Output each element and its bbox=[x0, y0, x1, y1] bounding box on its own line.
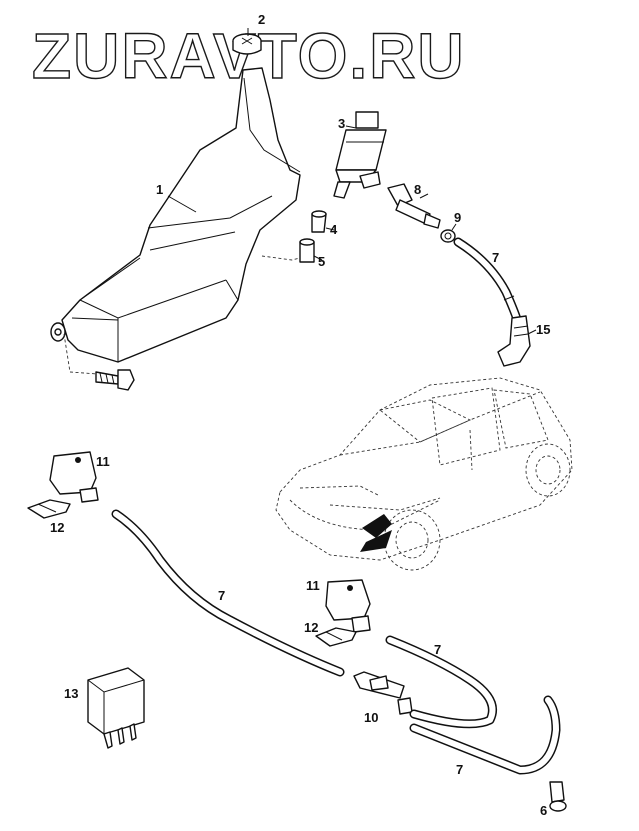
callout-7-upper: 7 bbox=[492, 250, 499, 265]
grommet-leader-dashed bbox=[261, 255, 301, 261]
pump-seal bbox=[311, 210, 327, 233]
callout-5: 5 bbox=[318, 254, 325, 269]
leader-lines bbox=[167, 28, 537, 335]
jet-clip-left bbox=[27, 499, 71, 519]
callout-11-left: 11 bbox=[96, 454, 110, 469]
callout-13: 13 bbox=[64, 686, 78, 701]
washer-jet-right bbox=[325, 579, 371, 633]
car-outline bbox=[275, 377, 573, 571]
callout-7-right-lower: 7 bbox=[456, 762, 463, 777]
elbow-connector bbox=[497, 315, 531, 367]
callout-15: 15 bbox=[536, 322, 550, 337]
callout-labels: 1 2 3 4 5 6 7 7 7 7 8 9 10 11 11 12 12 1… bbox=[50, 12, 550, 818]
washer-pump bbox=[333, 111, 387, 199]
callout-8: 8 bbox=[414, 182, 421, 197]
reservoir-grommet bbox=[50, 322, 66, 342]
callout-4: 4 bbox=[330, 222, 338, 237]
hose-right-upper bbox=[385, 635, 497, 729]
callout-1: 1 bbox=[156, 182, 163, 197]
t-connector bbox=[353, 671, 413, 715]
check-valve bbox=[387, 183, 441, 229]
screw-leader-dashed bbox=[63, 333, 99, 375]
hose-right-lower bbox=[409, 695, 561, 775]
callout-7-right-upper: 7 bbox=[434, 642, 441, 657]
washer-reservoir bbox=[61, 67, 301, 363]
jet-clip-right bbox=[315, 627, 357, 647]
filler-cap bbox=[232, 33, 262, 55]
callout-11-right: 11 bbox=[306, 578, 320, 593]
hose-connector-6 bbox=[549, 781, 567, 812]
reservoir-screw bbox=[95, 369, 135, 391]
callout-7-left: 7 bbox=[218, 588, 225, 603]
callout-3: 3 bbox=[338, 116, 345, 131]
callout-10: 10 bbox=[364, 710, 378, 725]
callout-12-right: 12 bbox=[304, 620, 318, 635]
callout-9: 9 bbox=[454, 210, 461, 225]
callout-6: 6 bbox=[540, 803, 547, 818]
pump-grommet bbox=[299, 238, 315, 263]
car-headlamp-highlight bbox=[360, 514, 392, 552]
washer-jet-left bbox=[49, 451, 99, 503]
washer-relay bbox=[87, 667, 145, 749]
hose-upper bbox=[453, 237, 523, 327]
hose-long-left bbox=[111, 509, 345, 677]
hose-clip-9 bbox=[440, 229, 456, 243]
callout-12-left: 12 bbox=[50, 520, 64, 535]
callout-2: 2 bbox=[258, 12, 265, 27]
